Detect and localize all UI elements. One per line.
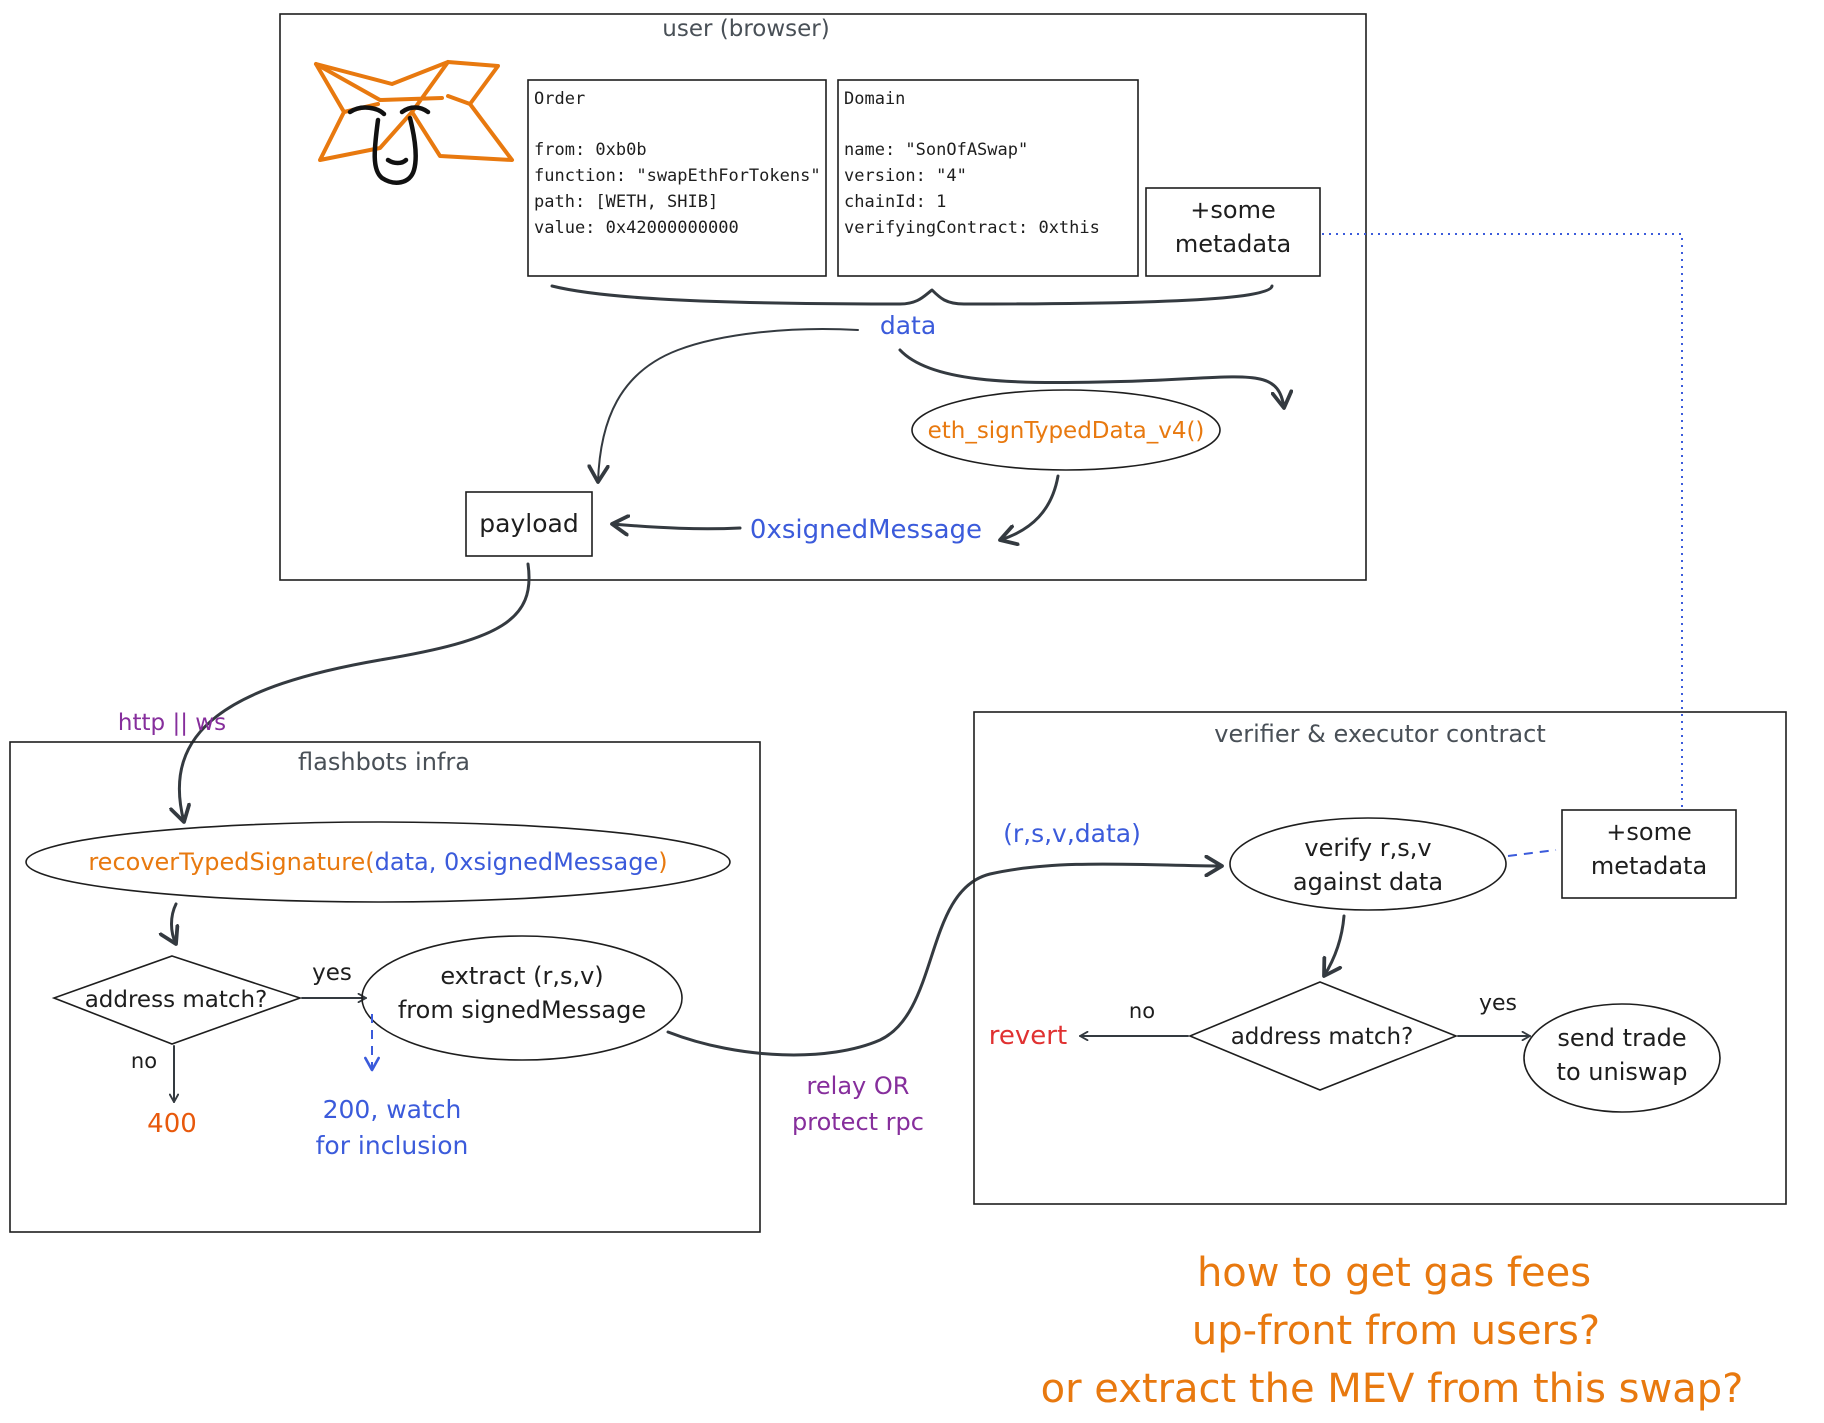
sign-to-message-arrow — [1000, 474, 1060, 540]
order-line: function: "swapEthForTokens" — [534, 166, 821, 186]
user-metadata-box: +some metadata — [1145, 187, 1321, 277]
recover-args: data, 0xsignedMessage — [375, 848, 659, 876]
verifier-address-decision: address match? — [1187, 981, 1459, 1091]
verifier-no-label: no — [1129, 999, 1155, 1023]
verifier-input-label: (r,s,v,data) — [1003, 819, 1141, 848]
footer-question: how to get gas fees up-front from users?… — [1041, 1250, 1744, 1412]
verifier-decision-label: address match? — [1231, 1024, 1414, 1050]
verifier-executor-box: verifier & executor contract — [973, 711, 1787, 1205]
payload-label: payload — [479, 509, 578, 538]
flashbots-infra-box: flashbots infra — [9, 741, 761, 1233]
verifier-metadata-line1: +some — [1606, 818, 1691, 846]
sign-fn-label: eth_signTypedData_v4() — [928, 418, 1205, 444]
metamask-fox-icon — [314, 60, 514, 185]
verify-to-decision-arrow — [1324, 914, 1346, 976]
extract-line2: from signedMessage — [398, 996, 646, 1024]
flashbots-address-decision: address match? — [51, 955, 303, 1045]
transport-label: http || ws — [118, 710, 226, 736]
domain-line: name: "SonOfASwap" — [844, 140, 1028, 160]
verifier-metadata-box: +some metadata — [1561, 809, 1737, 899]
send-trade-node: send trade to uniswap — [1523, 1003, 1721, 1113]
payload-to-recover-arrow — [179, 562, 531, 822]
footer-question-line2: up-front from users? — [1192, 1308, 1600, 1354]
verify-line2: against data — [1293, 868, 1443, 896]
order-card: Order from: 0xb0b function: "swapEthForT… — [527, 79, 827, 277]
footer-question-line3: or extract the MEV from this swap? — [1041, 1366, 1744, 1412]
extract-line1: extract (r,s,v) — [440, 962, 603, 990]
domain-card: Domain name: "SonOfASwap" version: "4" c… — [837, 79, 1139, 277]
verifier-metadata-line2: metadata — [1591, 852, 1707, 880]
verify-line1: verify r,s,v — [1304, 834, 1431, 862]
user-browser-box: user (browser) — [279, 13, 1367, 581]
order-line: path: [WETH, SHIB] — [534, 192, 718, 212]
relay-line2: protect rpc — [792, 1108, 924, 1136]
domain-title: Domain — [844, 89, 905, 109]
recover-close: ) — [658, 848, 667, 876]
signed-message-label: 0xsignedMessage — [750, 515, 982, 545]
order-line: value: 0x42000000000 — [534, 218, 739, 238]
send-line2: to uniswap — [1557, 1058, 1688, 1086]
extract-to-verify-arrow — [666, 864, 1222, 1057]
payload-node: payload — [465, 491, 593, 557]
revert-label: revert — [989, 1021, 1067, 1051]
data-label: data — [880, 311, 936, 340]
verify-rsv-node: verify r,s,v against data — [1229, 817, 1507, 911]
recover-fn: recoverTypedSignature( — [88, 848, 374, 876]
user-metadata-line1: +some — [1190, 196, 1275, 224]
data-brace — [550, 284, 1274, 306]
extract-rsv-node: extract (r,s,v) from signedMessage — [361, 935, 683, 1061]
recover-signature-label: recoverTypedSignature(data, 0xsignedMess… — [88, 848, 667, 876]
domain-line: version: "4" — [844, 166, 967, 186]
recover-signature-node: recoverTypedSignature(data, 0xsignedMess… — [25, 821, 731, 903]
data-to-sign-arrow — [898, 348, 1284, 408]
flashbots-box-title: flashbots infra — [298, 748, 470, 776]
data-to-payload-arrow — [598, 328, 859, 482]
flashbots-decision-label: address match? — [85, 987, 268, 1013]
domain-line: verifyingContract: 0xthis — [844, 218, 1100, 238]
success-line1: 200, watch — [323, 1095, 462, 1124]
flashbots-no-label: no — [131, 1049, 157, 1073]
domain-line: chainId: 1 — [844, 192, 946, 212]
send-line1: send trade — [1557, 1024, 1686, 1052]
error-code-label: 400 — [147, 1109, 197, 1139]
verify-metadata-link — [1507, 849, 1557, 857]
flashbots-yes-label: yes — [312, 960, 352, 986]
verifier-yes-label: yes — [1479, 991, 1517, 1016]
order-title: Order — [534, 89, 585, 109]
relay-line1: relay OR — [807, 1072, 910, 1100]
verifier-box-title: verifier & executor contract — [1214, 720, 1545, 748]
footer-question-line1: how to get gas fees — [1197, 1250, 1591, 1296]
user-metadata-line2: metadata — [1175, 230, 1291, 258]
success-line2: for inclusion — [316, 1131, 469, 1160]
order-line: from: 0xb0b — [534, 140, 647, 160]
message-to-payload-arrow — [612, 524, 742, 529]
sign-typed-data-node: eth_signTypedData_v4() — [911, 389, 1221, 471]
user-box-title: user (browser) — [662, 16, 829, 42]
metadata-link-line — [1322, 233, 1683, 808]
recover-to-decision-arrow — [172, 902, 177, 944]
